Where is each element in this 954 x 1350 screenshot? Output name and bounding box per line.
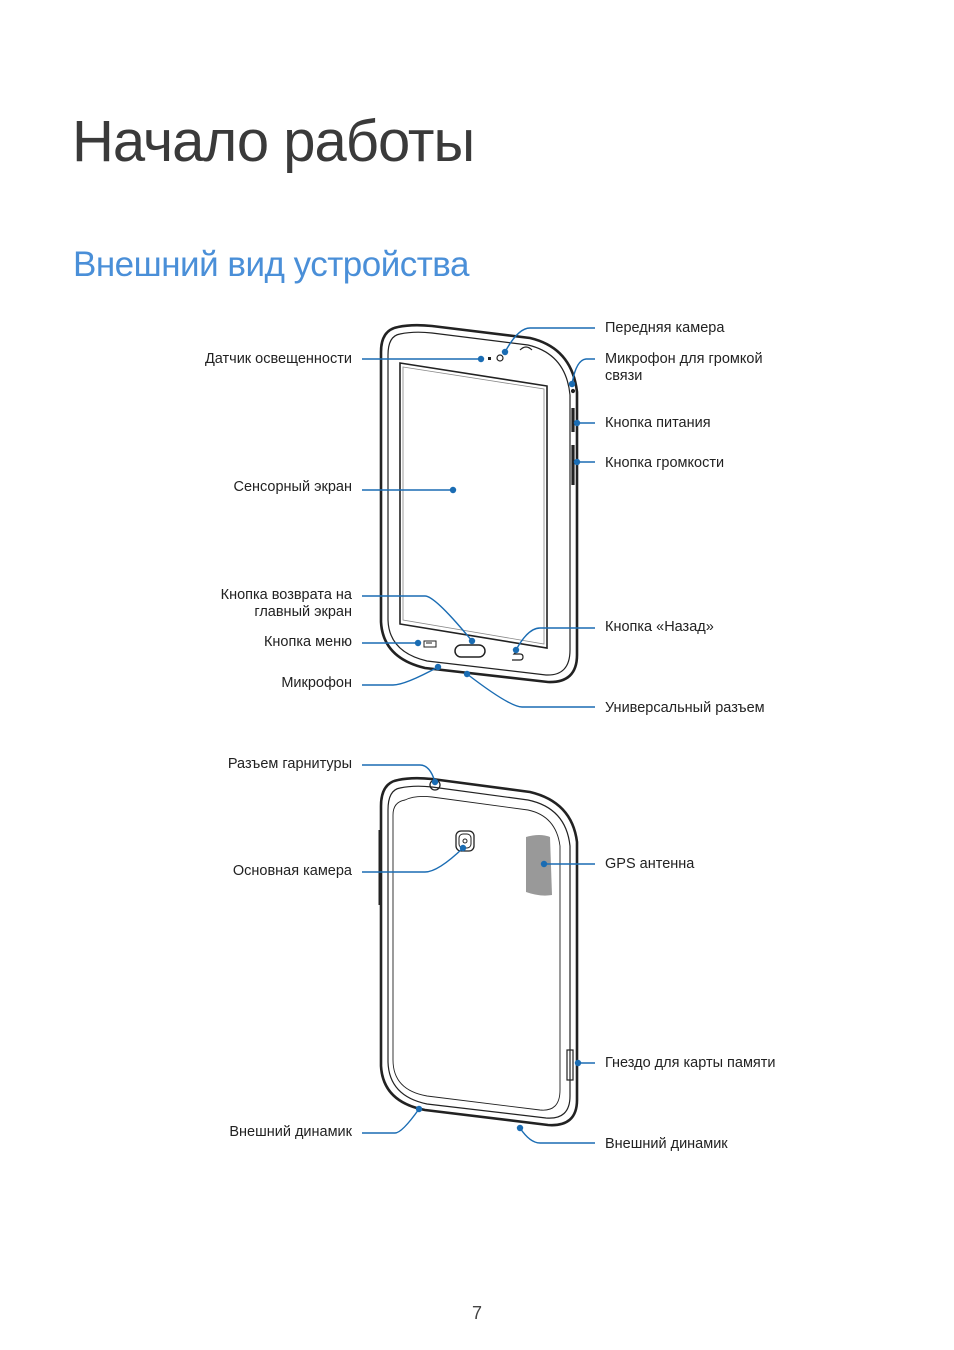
label-rear-camera: Основная камера [232, 863, 352, 879]
label-line: Микрофон для громкой [605, 351, 763, 367]
label-volume-button: Кнопка громкости [605, 455, 725, 471]
section-heading: Внешний вид устройства [73, 245, 469, 284]
label-speakerphone-mic: Микрофон для громкой связи [605, 351, 763, 385]
back-device [378, 776, 579, 1127]
front-device [379, 323, 579, 684]
label-microphone: Микрофон [281, 675, 352, 691]
label-line: главный экран [254, 604, 352, 620]
label-home-button: Кнопка возврата на главный экран [221, 587, 352, 621]
label-front-camera: Передняя камера [605, 320, 725, 336]
label-headset-jack: Разъем гарнитуры [227, 756, 352, 772]
label-multipurpose-jack: Универсальный разъем [605, 700, 765, 716]
label-line: связи [605, 368, 643, 384]
touchscreen-shape [399, 362, 548, 649]
gps-antenna-area [526, 835, 552, 896]
label-back-button: Кнопка «Назад» [605, 619, 714, 635]
label-power-button: Кнопка питания [605, 415, 711, 431]
page-title: Начало работы [72, 109, 475, 174]
label-speaker-right: Внешний динамик [605, 1136, 728, 1152]
label-light-sensor: Датчик освещенности [204, 351, 352, 367]
leader-dots [414, 348, 582, 1132]
label-speaker-left: Внешний динамик [229, 1124, 352, 1140]
label-menu-button: Кнопка меню [263, 634, 352, 650]
home-button-shape [454, 644, 486, 658]
label-memory-card-slot: Гнездо для карты памяти [605, 1055, 776, 1071]
page-number: 7 [471, 1303, 482, 1323]
label-gps-antenna: GPS антенна [605, 856, 695, 872]
leader-lines [362, 327, 595, 1144]
label-line: Кнопка возврата на [220, 587, 352, 603]
label-touchscreen: Сенсорный экран [233, 479, 352, 495]
